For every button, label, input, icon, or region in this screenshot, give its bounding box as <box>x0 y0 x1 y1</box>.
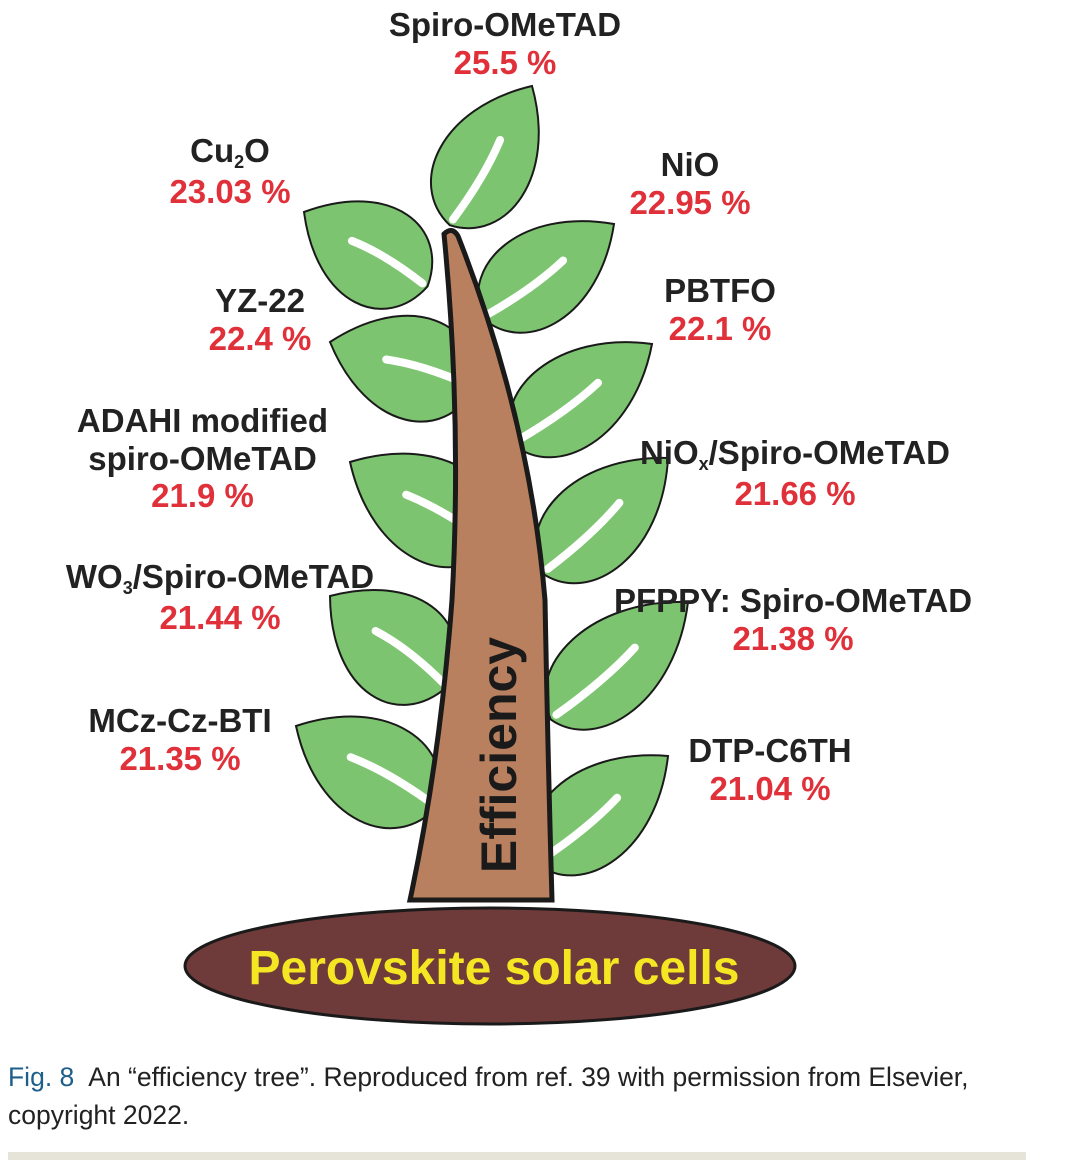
label-spiro-ometad: Spiro-OMeTAD 25.5 % <box>360 6 650 81</box>
efficiency-value: 21.9 % <box>151 477 254 515</box>
leaf-cu2o <box>302 200 434 310</box>
label-dtp-c6th: DTP-C6TH 21.04 % <box>660 732 880 807</box>
label-adahi-spiro-ometad: ADAHI modified spiro-OMeTAD 21.9 % <box>40 402 365 515</box>
material-name: PBTFO <box>664 272 776 309</box>
material-name: YZ-22 <box>215 282 305 319</box>
efficiency-value: 21.66 % <box>734 474 856 512</box>
label-mcz-cz-bti: MCz-Cz-BTI 21.35 % <box>60 702 300 777</box>
figure-number: Fig. 8 <box>8 1062 75 1092</box>
material-name: Spiro-OMeTAD <box>388 6 622 43</box>
leaf-vein <box>543 498 624 573</box>
trunk-label: Efficiency <box>471 637 527 873</box>
leaf-vein <box>347 236 427 288</box>
label-pbtfo: PBTFO 22.1 % <box>630 272 810 347</box>
leaf-vein <box>371 627 447 687</box>
material-name-line2: spiro-OMeTAD <box>88 439 317 477</box>
label-wo3-spiro-ometad: WO3/Spiro-OMeTAD 21.44 % <box>30 558 410 636</box>
efficiency-value: 21.35 % <box>119 739 241 777</box>
leaf-vein <box>552 643 639 719</box>
material-name: WO3/Spiro-OMeTAD <box>65 558 375 598</box>
material-name: PFPPY: Spiro-OMeTAD <box>613 582 973 619</box>
efficiency-value: 21.44 % <box>159 598 281 636</box>
efficiency-value: 22.1 % <box>668 309 772 347</box>
leaf-blade <box>294 715 442 830</box>
tree-trunk <box>406 228 555 903</box>
leaf-pbtfo <box>507 341 654 459</box>
leaf-vein <box>346 753 436 808</box>
label-pfppy-spiro-ometad: PFPPY: Spiro-OMeTAD 21.38 % <box>578 582 1008 657</box>
efficiency-value: 22.95 % <box>629 183 751 221</box>
label-cu2o: Cu2O 23.03 % <box>140 132 320 210</box>
leaf-nio <box>477 220 616 334</box>
label-yz-22: YZ-22 22.4 % <box>170 282 350 357</box>
leaf-pfppy <box>544 600 690 731</box>
leaf-blade <box>302 200 434 310</box>
base-label: Perovskite solar cells <box>249 942 740 995</box>
label-nio: NiO 22.95 % <box>600 146 780 221</box>
material-name: NiO <box>660 146 720 183</box>
material-name: MCz-Cz-BTI <box>88 702 272 739</box>
material-name: Cu2O <box>190 132 270 172</box>
leaf-vein <box>449 136 505 224</box>
material-name: DTP-C6TH <box>688 732 852 769</box>
efficiency-tree-diagram: Efficiency Perovskite solar cells <box>183 84 797 1026</box>
leaf-blade <box>430 84 540 230</box>
efficiency-value: 23.03 % <box>169 172 291 210</box>
leaf-spiro-ometad <box>430 84 540 230</box>
caption-text: An “efficiency tree”. Reproduced from re… <box>8 1062 969 1131</box>
leaf-wo3 <box>328 589 458 706</box>
leaf-niox <box>534 456 670 585</box>
efficiency-value: 21.04 % <box>709 769 831 807</box>
leaf-mcz-cz-bti <box>294 715 442 830</box>
efficiency-value: 25.5 % <box>453 43 557 81</box>
label-niox-spiro-ometad: NiOx/Spiro-OMeTAD 21.66 % <box>600 434 990 512</box>
leaf-vein <box>484 256 568 319</box>
perovskite-base <box>183 906 797 1026</box>
leaf-yz-22 <box>328 315 477 423</box>
material-name: ADAHI modified <box>76 402 329 439</box>
bottom-divider <box>8 1152 1026 1160</box>
efficiency-value: 21.38 % <box>732 619 854 657</box>
material-name: NiOx/Spiro-OMeTAD <box>639 434 951 474</box>
leaf-vein <box>514 378 602 444</box>
efficiency-value: 22.4 % <box>208 319 312 357</box>
